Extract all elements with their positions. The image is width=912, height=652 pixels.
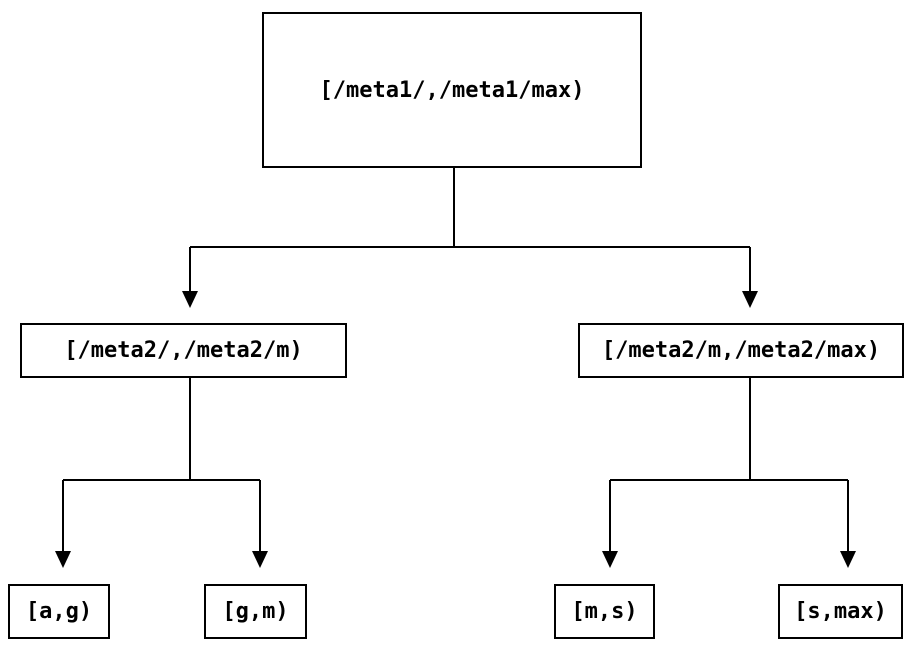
node-meta2-upper-label: [/meta2/m,/meta2/max) — [601, 338, 881, 363]
node-leaf-ms-label: [m,s) — [571, 599, 638, 624]
node-leaf-smax: [s,max) — [778, 584, 903, 639]
node-root-label: [/meta1/,/meta1/max) — [319, 77, 585, 103]
node-meta2-lower-label: [/meta2/,/meta2/m) — [64, 338, 303, 363]
node-leaf-gm-label: [g,m) — [222, 599, 289, 624]
node-meta2-upper: [/meta2/m,/meta2/max) — [578, 323, 904, 378]
arrowhead-right-to-ms — [602, 551, 618, 568]
node-root: [/meta1/,/meta1/max) — [262, 12, 642, 168]
arrowhead-root-to-left — [182, 291, 198, 308]
node-leaf-gm: [g,m) — [204, 584, 307, 639]
arrowhead-left-to-gm — [252, 551, 268, 568]
node-leaf-ag-label: [a,g) — [25, 599, 93, 624]
node-leaf-ms: [m,s) — [554, 584, 655, 639]
node-leaf-ag: [a,g) — [8, 584, 110, 639]
node-meta2-lower: [/meta2/,/meta2/m) — [20, 323, 347, 378]
arrowhead-right-to-smax — [840, 551, 856, 568]
node-leaf-smax-label: [s,max) — [794, 599, 887, 624]
arrowhead-left-to-ag — [55, 551, 71, 568]
arrowhead-root-to-right — [742, 291, 758, 308]
